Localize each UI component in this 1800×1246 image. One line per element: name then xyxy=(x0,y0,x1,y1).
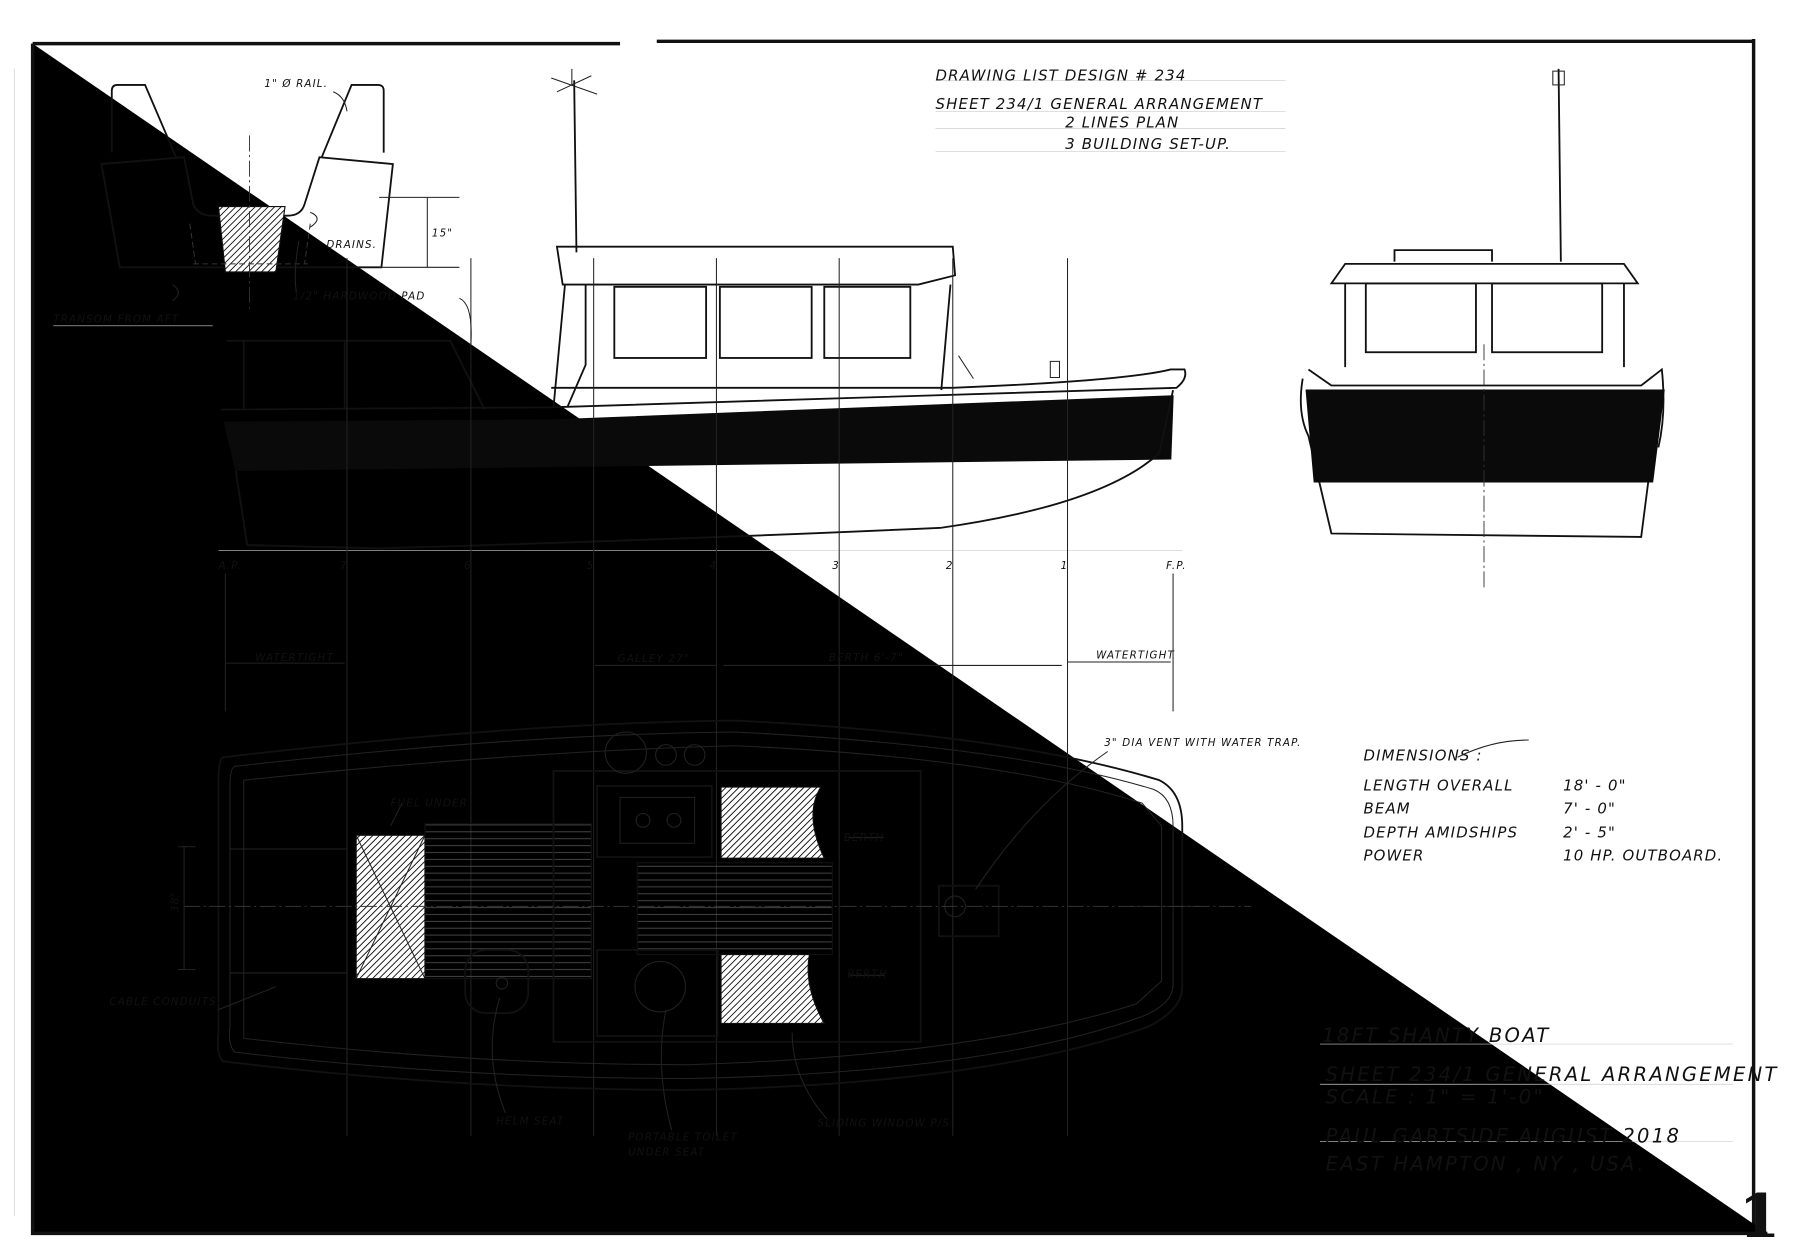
helm-seat-label: HELM SEAT xyxy=(496,1115,564,1127)
dimension-value: 2' - 5" xyxy=(1563,824,1616,842)
profile-view xyxy=(218,68,1187,552)
station-label: F.P. xyxy=(1166,560,1187,572)
transom-caption: TRANSOM FROM AFT xyxy=(53,313,179,325)
end-view xyxy=(1299,68,1665,591)
sliding-window-label: SLIDING WINDOW P/S xyxy=(817,1118,950,1130)
station-label: 2 xyxy=(946,560,954,572)
fuel-label: FUEL UNDER xyxy=(391,798,468,810)
berth-dimension-label: BERTH 6'-7" xyxy=(829,652,904,664)
station-label: 3 xyxy=(832,560,840,572)
location-label: EAST HAMPTON , NY , USA. xyxy=(1326,1152,1646,1175)
station-label: 1 xyxy=(1061,560,1069,572)
designer-label: PAUL GARTSIDE AUGUST 2018 xyxy=(1326,1125,1682,1148)
dimension-label: POWER xyxy=(1364,846,1425,864)
berth-lower-label: BERTH xyxy=(847,969,888,981)
dimension-label: LENGTH OVERALL xyxy=(1364,777,1514,795)
galley-label: GALLEY 27" xyxy=(618,653,690,665)
hardwood-pad-label: 1/2" HARDWOOD PAD xyxy=(293,290,425,302)
sheet-label: SHEET 234/1 GENERAL ARRANGEMENT xyxy=(1326,1063,1779,1086)
dimension-value: 18' - 0" xyxy=(1563,777,1626,795)
plan-view: 3" DIA VENT WITH WATER TRAP. FUEL UNDER … xyxy=(109,719,1301,1158)
scale-label: SCALE : 1" = 1'-0" xyxy=(1326,1086,1545,1109)
station-label: 5 xyxy=(587,560,595,572)
height-label: 15" xyxy=(432,227,453,239)
title-block: 18FT SHANTY BOAT SHEET 234/1 GENERAL ARR… xyxy=(1319,1024,1782,1246)
cable-conduits-label: CABLE CONDUITS. xyxy=(109,996,221,1008)
stations: A.P. 7 6 5 4 3 2 1 F.P. xyxy=(217,258,1186,1136)
sheet-number: 1 xyxy=(1739,1182,1782,1246)
drawing-list: DRAWING LIST DESIGN # 234 SHEET 234/1 GE… xyxy=(936,66,1286,153)
watertight-aft-label: WATERTIGHT xyxy=(255,652,334,664)
station-label: 6 xyxy=(464,560,472,572)
station-label: 4 xyxy=(710,560,718,572)
drawing-list-line-3: 3 BUILDING SET-UP. xyxy=(1065,135,1231,153)
station-label: 7 xyxy=(340,560,348,572)
vent-label: 3" DIA VENT WITH WATER TRAP. xyxy=(1104,737,1301,749)
dimensions-table: DIMENSIONS : LENGTH OVERALL 18' - 0" BEA… xyxy=(1364,739,1723,864)
watertight-fwd-label: WATERTIGHT xyxy=(1096,650,1175,662)
rail-label: 1" Ø RAIL. xyxy=(264,78,328,90)
dimension-value: 10 HP. OUTBOARD. xyxy=(1563,846,1723,864)
toilet-label-1: PORTABLE TOILET xyxy=(628,1131,738,1143)
transom-view: 1" Ø RAIL. DRAINS. 15" 1/2" HARDWOOD PAD… xyxy=(53,78,460,327)
dimension-label: DEPTH AMIDSHIPS xyxy=(1364,824,1519,842)
dimensions-heading: DIMENSIONS : xyxy=(1364,747,1483,765)
berth-upper-label: BERTH xyxy=(844,832,885,844)
drawing-list-line-2: 2 LINES PLAN xyxy=(1065,113,1179,131)
dimension-value: 7' - 0" xyxy=(1563,799,1616,817)
toilet-label-2: UNDER SEAT xyxy=(628,1146,705,1158)
drawing-list-line-1: SHEET 234/1 GENERAL ARRANGEMENT xyxy=(936,95,1264,113)
station-label: A.P. xyxy=(217,560,241,572)
drains-label: DRAINS. xyxy=(326,239,377,251)
width-label: 38" xyxy=(169,891,181,912)
dimension-lines: WATERTIGHT GALLEY 27" BERTH 6'-7" WATERT… xyxy=(225,650,1175,666)
dimension-label: BEAM xyxy=(1364,799,1411,817)
drawing-list-heading: DRAWING LIST DESIGN # 234 xyxy=(936,66,1187,84)
drawing-title: 18FT SHANTY BOAT xyxy=(1322,1024,1550,1047)
